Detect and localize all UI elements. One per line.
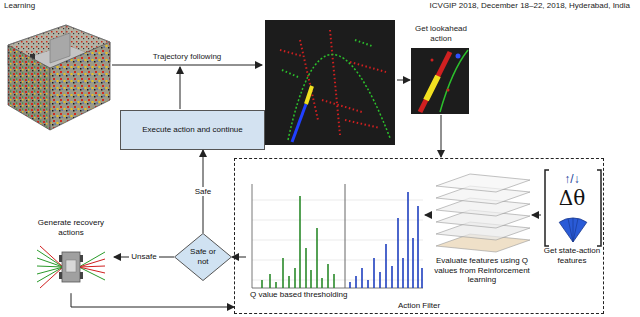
picture-space [432,172,532,256]
evaluate-block: Evaluate features using Q values from Re… [432,172,532,285]
node-text: ↑/↓ [541,172,603,186]
flow-connector [425,215,432,216]
diamond-shape [175,233,232,280]
header-text: Learning [4,1,35,11]
robot-recovery-picture [37,246,105,288]
header-text: ICVGIP 2018, December 18–22, 2018, Hyder… [430,1,630,11]
node-text: Δθ [541,186,603,210]
node-text: Action Filter [235,301,603,311]
node-text: Generate recovery actions [28,218,114,237]
feature-block: ↑/↓ΔθGet state-action features [541,168,603,266]
flow-connector [532,215,541,216]
lookahead-view [411,48,469,114]
room-render [8,25,110,130]
flow-arrows [112,65,441,157]
flow-label: Get lookahead action [408,24,474,43]
point-cloud-view [265,20,395,145]
flow-label: Trajectory following [153,52,222,62]
flow-connector [71,293,234,307]
decision-diamond: Safe or not [174,233,232,281]
picture-space [541,210,603,246]
node-text: Execute action and continue [142,125,243,135]
picture-space [28,237,114,293]
node-text: Evaluate features using Q values from Re… [432,256,532,285]
edge-label: Unsafe [129,252,158,262]
recovery-block: Generate recovery actions [28,218,114,293]
filter-group: Action FilterQ value based thresholding E… [234,158,604,314]
feature-stack [436,174,530,252]
node-text: Safe or not [184,247,222,266]
picture-space [246,180,425,290]
node-text: Q value based thresholding [246,290,425,300]
edge-label: Safe [193,187,213,197]
node-text: Get state-action features [541,246,603,265]
process-box: Execute action and continue [120,110,265,150]
threshold-block: Q value based thresholding [246,180,425,300]
q-value-chart [252,184,423,288]
